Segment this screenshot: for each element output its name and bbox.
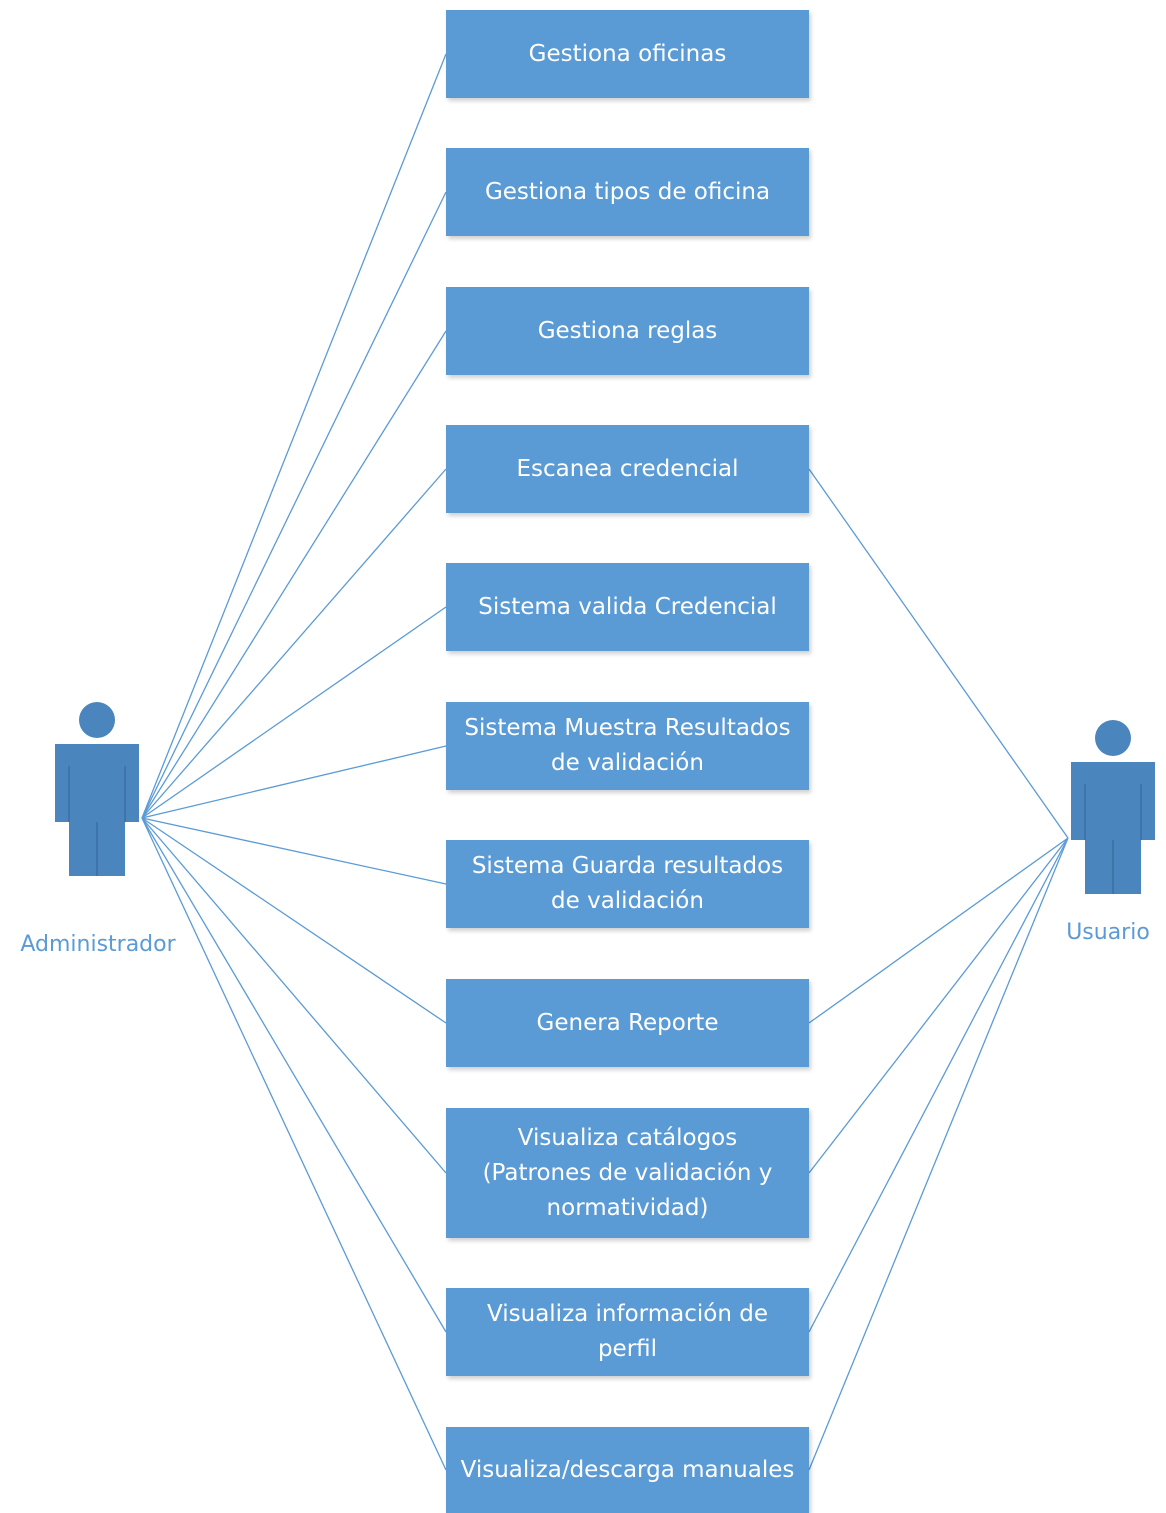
- use-case-gestiona-reglas: Gestiona reglas: [446, 287, 809, 375]
- user-association-line: [808, 837, 1069, 1333]
- admin-association-line: [141, 817, 447, 885]
- use-case-escanea-credencial: Escanea credencial: [446, 425, 809, 513]
- use-case-gestiona-oficinas: Gestiona oficinas: [446, 10, 809, 98]
- use-case-visualiza-manuales: Visualiza/descarga manuales: [446, 1427, 809, 1513]
- use-case-muestra-resultados: Sistema Muestra Resultados de validación: [446, 702, 809, 790]
- admin-association-line: [141, 53, 447, 819]
- use-case-valida-credencial: Sistema valida Credencial: [446, 563, 809, 651]
- admin-actor-icon: [55, 702, 139, 876]
- use-case-gestiona-tipos-oficina: Gestiona tipos de oficina: [446, 148, 809, 236]
- admin-association-line: [141, 817, 447, 1333]
- user-actor-label: Usuario: [1066, 920, 1150, 945]
- admin-association-line: [141, 817, 447, 1471]
- user-association-line: [808, 837, 1069, 1174]
- admin-association-line: [141, 817, 447, 1174]
- admin-association-line: [141, 191, 447, 819]
- user-association-line: [808, 837, 1069, 1024]
- user-association-line: [808, 468, 1069, 839]
- use-case-visualiza-catalogos: Visualiza catálogos (Patrones de validac…: [446, 1108, 809, 1238]
- admin-association-line: [141, 330, 447, 819]
- use-case-genera-reporte: Genera Reporte: [446, 979, 809, 1067]
- use-case-guarda-resultados: Sistema Guarda resultados de validación: [446, 840, 809, 928]
- admin-association-line: [141, 817, 447, 1024]
- admin-association-line: [141, 606, 447, 819]
- user-association-line: [808, 837, 1069, 1471]
- admin-actor-label: Administrador: [20, 932, 176, 957]
- user-actor-icon: [1071, 720, 1155, 894]
- admin-association-line: [141, 745, 447, 819]
- admin-association-line: [141, 468, 447, 819]
- use-case-visualiza-perfil: Visualiza información de perfil: [446, 1288, 809, 1376]
